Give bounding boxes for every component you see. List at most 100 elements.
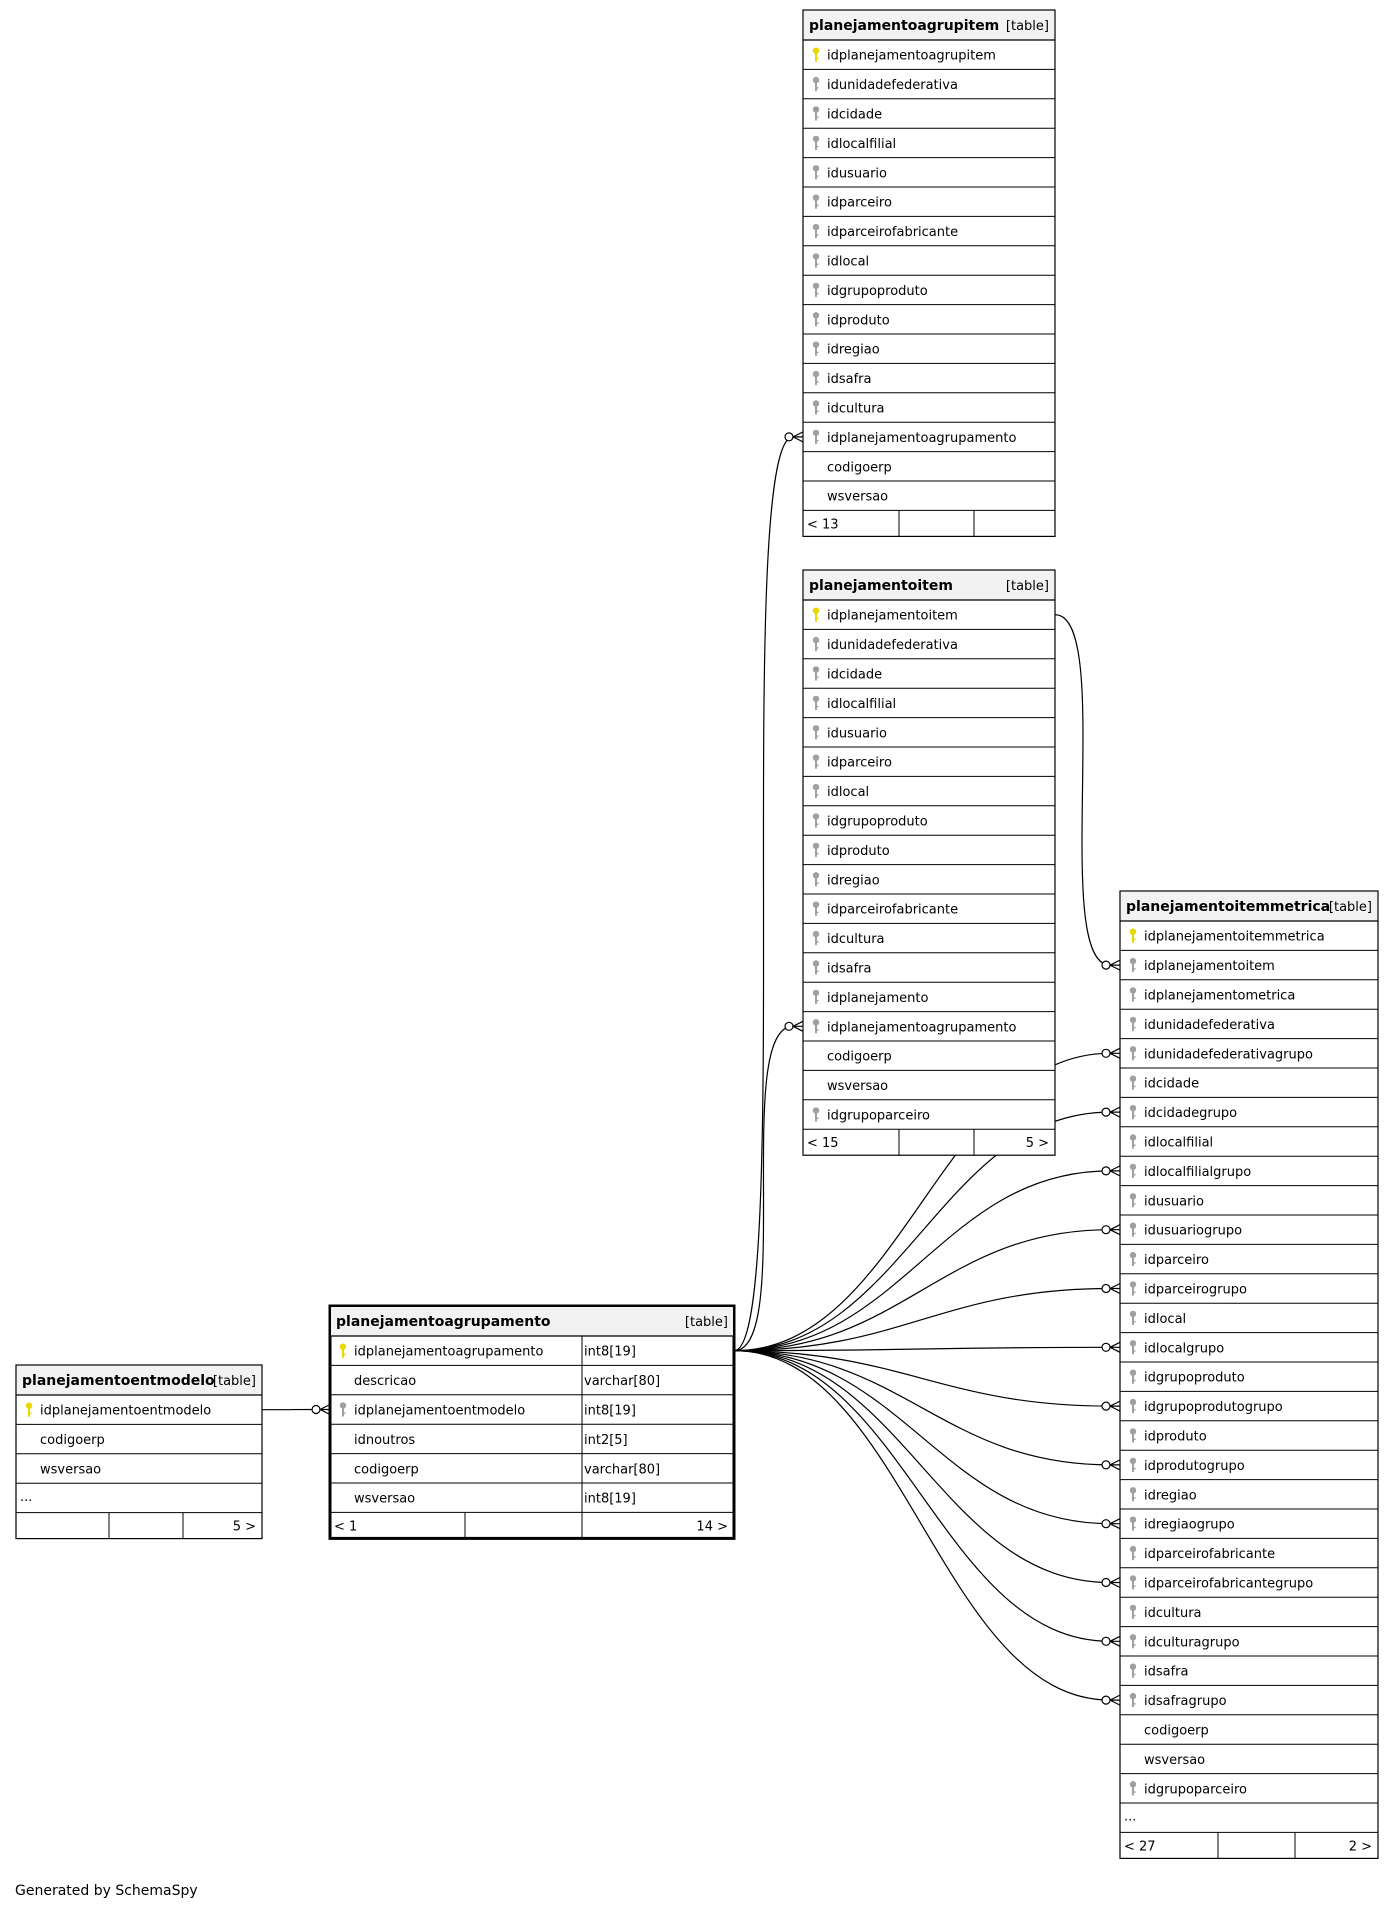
column-row-codigoerp[interactable]: codigoerp [803, 1050, 1055, 1071]
column-row-idsafra[interactable]: idsafra [803, 960, 1055, 983]
column-row-idlocal[interactable]: idlocal [803, 253, 1055, 276]
column-row-idparceiro[interactable]: idparceiro [803, 194, 1055, 217]
column-row-idcultura[interactable]: idcultura [803, 400, 1055, 423]
column-row-idplanejamentoitem[interactable]: idplanejamentoitem [803, 607, 1055, 630]
foreign-key-icon [1129, 1398, 1137, 1414]
table-type-label: [table] [1006, 19, 1049, 34]
column-row-wsversao[interactable]: wsversao [16, 1463, 262, 1484]
column-row-idregiao[interactable]: idregiao [803, 872, 1055, 895]
column-name: idplanejamento [827, 991, 929, 1006]
column-row-wsversao[interactable]: wsversao [1120, 1753, 1378, 1775]
table-planejamentoitem[interactable]: planejamentoitem[table]idplanejamentoite… [802, 569, 1056, 1156]
column-row-idcidadegrupo[interactable]: idcidadegrupo [1120, 1104, 1378, 1128]
column-row-idparceirogrupo[interactable]: idparceirogrupo [1120, 1281, 1378, 1304]
column-row-wsversao[interactable]: wsversao [803, 490, 1055, 511]
column-row-idparceirofabricante[interactable]: idparceirofabricante [803, 223, 1055, 247]
column-row-idcultura[interactable]: idcultura [803, 930, 1055, 954]
children-count[interactable]: 5 > [1026, 1136, 1049, 1151]
column-row-idsafra[interactable]: idsafra [803, 370, 1055, 394]
children-count[interactable]: 5 > [233, 1520, 256, 1535]
column-row-idplanejamentoagrupamento[interactable]: idplanejamentoagrupamento [803, 429, 1055, 453]
column-row-idusuario[interactable]: idusuario [1120, 1193, 1378, 1216]
column-row-idregiao[interactable]: idregiao [1120, 1487, 1378, 1510]
column-row-idprodutogrupo[interactable]: idprodutogrupo [1120, 1457, 1378, 1481]
column-row-idusuariogrupo[interactable]: idusuariogrupo [1120, 1222, 1378, 1245]
column-row-idlocalfilial[interactable]: idlocalfilial [803, 695, 1055, 719]
column-row-idsafragrupo[interactable]: idsafragrupo [1120, 1692, 1378, 1716]
column-row-idlocal[interactable]: idlocal [803, 783, 1055, 807]
column-row-idplanejamentoitemmetrica[interactable]: idplanejamentoitemmetrica [1120, 928, 1378, 951]
relationship-idparceirogrupo [733, 1282, 1121, 1352]
column-row-idlocalfilialgrupo[interactable]: idlocalfilialgrupo [1120, 1163, 1378, 1187]
column-name: idunidadefederativagrupo [1144, 1047, 1313, 1062]
column-row-idplanejamentoagrupamento[interactable]: idplanejamentoagrupamento [803, 1019, 1055, 1042]
crowfoot-marker [1109, 1341, 1121, 1353]
column-row-idgrupoproduto[interactable]: idgrupoproduto [803, 813, 1055, 836]
parents-count[interactable]: < 27 [1124, 1839, 1156, 1854]
column-row-idproduto[interactable]: idproduto [803, 312, 1055, 335]
parents-count[interactable]: < 15 [807, 1136, 839, 1151]
column-row-idplanejamento[interactable]: idplanejamento [803, 989, 1055, 1013]
table-frame [1119, 890, 1379, 1860]
column-row-idplanejamentometrica[interactable]: idplanejamentometrica [1120, 987, 1378, 1010]
column-row-idgrupoprodutogrupo[interactable]: idgrupoprodutogrupo [1120, 1398, 1378, 1422]
column-row-idlocalfilial[interactable]: idlocalfilial [1120, 1134, 1378, 1157]
column-row-idproduto[interactable]: idproduto [803, 842, 1055, 866]
column-row-idunidadefederativagrupo[interactable]: idunidadefederativagrupo [1120, 1046, 1378, 1069]
column-row-idcidade[interactable]: idcidade [803, 666, 1055, 689]
table-planejamentoagrupamento[interactable]: planejamentoagrupamento[table]idplanejam… [328, 1304, 736, 1540]
column-row-idparceirofabricantegrupo[interactable]: idparceirofabricantegrupo [1120, 1575, 1378, 1598]
column-row-idgrupoproduto[interactable]: idgrupoproduto [1120, 1369, 1378, 1392]
column-name: idgrupoproduto [827, 815, 928, 830]
column-row-idunidadefederativa[interactable]: idunidadefederativa [1120, 1016, 1378, 1040]
column-row-idgrupoproduto[interactable]: idgrupoproduto [803, 282, 1055, 306]
column-row-idusuario[interactable]: idusuario [803, 165, 1055, 188]
column-row-idparceirofabricante[interactable]: idparceirofabricante [803, 901, 1055, 924]
column-row-codigoerp[interactable]: codigoerp [1120, 1724, 1378, 1745]
column-row-idgrupoparceiro[interactable]: idgrupoparceiro [1120, 1781, 1378, 1804]
column-row-idregiaogrupo[interactable]: idregiaogrupo [1120, 1516, 1378, 1539]
column-row-idlocal[interactable]: idlocal [1120, 1310, 1378, 1334]
table-planejamentoitemmetrica[interactable]: planejamentoitemmetrica[table]idplanejam… [1119, 890, 1379, 1860]
foreign-key-icon [1129, 1457, 1137, 1472]
column-row-idlocalfilial[interactable]: idlocalfilial [803, 135, 1055, 159]
table-type-label: [table] [1006, 579, 1049, 594]
column-row-idcidade[interactable]: idcidade [1120, 1075, 1378, 1098]
column-row-idparceiro[interactable]: idparceiro [803, 754, 1055, 777]
more-columns-ellipsis: ... [1124, 1810, 1136, 1825]
parents-count[interactable]: < 1 [334, 1519, 357, 1534]
column-row-idplanejamentoentmodelo[interactable]: idplanejamentoentmodelo [16, 1402, 262, 1425]
column-row-idunidadefederativa[interactable]: idunidadefederativa [803, 76, 1055, 100]
column-row-idsafra[interactable]: idsafra [1120, 1663, 1378, 1686]
column-row-idregiao[interactable]: idregiao [803, 341, 1055, 364]
column-row-codigoerp[interactable]: codigoerp [803, 460, 1055, 482]
column-row-idcultura[interactable]: idcultura [1120, 1604, 1378, 1628]
column-row-idunidadefederativa[interactable]: idunidadefederativa [803, 636, 1055, 660]
table-planejamentoagrupitem[interactable]: planejamentoagrupitem[table]idplanejamen… [802, 9, 1056, 538]
crowfoot-marker [1109, 1518, 1121, 1530]
column-row-idparceirofabricante[interactable]: idparceirofabricante [1120, 1545, 1378, 1569]
column-row-idcidade[interactable]: idcidade [803, 106, 1055, 129]
column-row-wsversao[interactable]: wsversao [803, 1079, 1055, 1101]
children-count[interactable]: 2 > [1349, 1839, 1372, 1854]
column-row-idusuario[interactable]: idusuario [803, 725, 1055, 748]
column-name: idparceirofabricante [827, 903, 958, 918]
column-row-idgrupoparceiro[interactable]: idgrupoparceiro [803, 1107, 1055, 1130]
column-row-idlocalgrupo[interactable]: idlocalgrupo [1120, 1340, 1378, 1363]
optional-marker [1101, 1460, 1111, 1470]
column-row-codigoerp[interactable]: codigoerp [16, 1433, 262, 1455]
column-row-idplanejamentoagrupitem[interactable]: idplanejamentoagrupitem [803, 47, 1055, 70]
table-planejamentoentmodelo[interactable]: planejamentoentmodelo[table]idplanejamen… [15, 1364, 263, 1540]
children-count[interactable]: 14 > [696, 1519, 728, 1534]
column-row-idproduto[interactable]: idproduto [1120, 1428, 1378, 1451]
parents-count[interactable]: < 13 [807, 517, 839, 532]
column-row-idplanejamentoitem[interactable]: idplanejamentoitem [1120, 957, 1378, 981]
column-row-idparceiro[interactable]: idparceiro [1120, 1251, 1378, 1275]
column-row-idculturagrupo[interactable]: idculturagrupo [1120, 1634, 1378, 1657]
